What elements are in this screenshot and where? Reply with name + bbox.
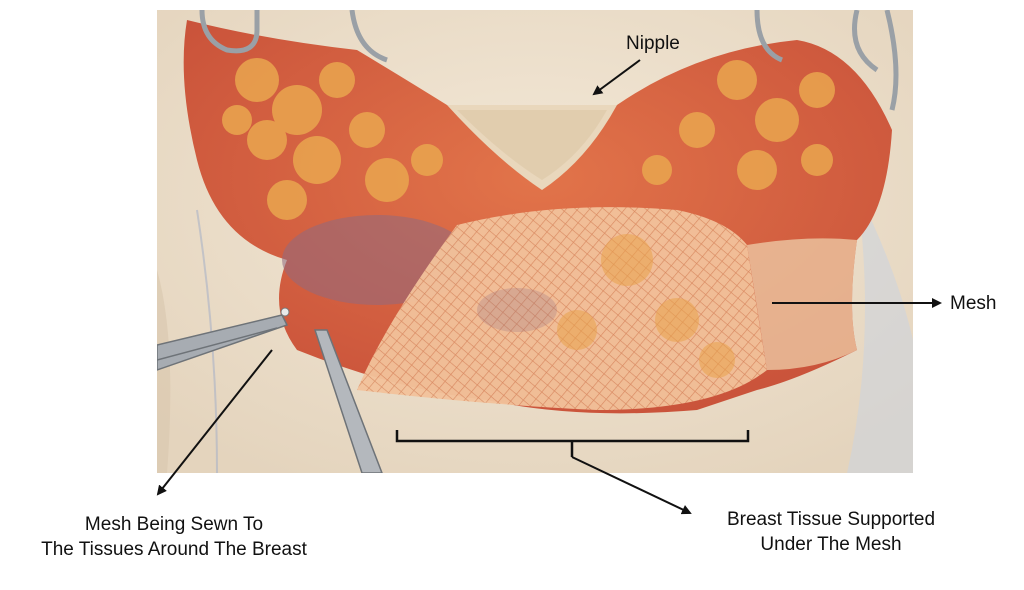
sewn-label: Mesh Being Sewn To The Tissues Around Th…	[41, 514, 307, 560]
supported-label: Breast Tissue Supported Under The Mesh	[726, 509, 936, 555]
nipple-label: Nipple	[626, 33, 680, 54]
mesh-label: Mesh	[950, 293, 997, 314]
surgical-illustration	[157, 10, 913, 473]
